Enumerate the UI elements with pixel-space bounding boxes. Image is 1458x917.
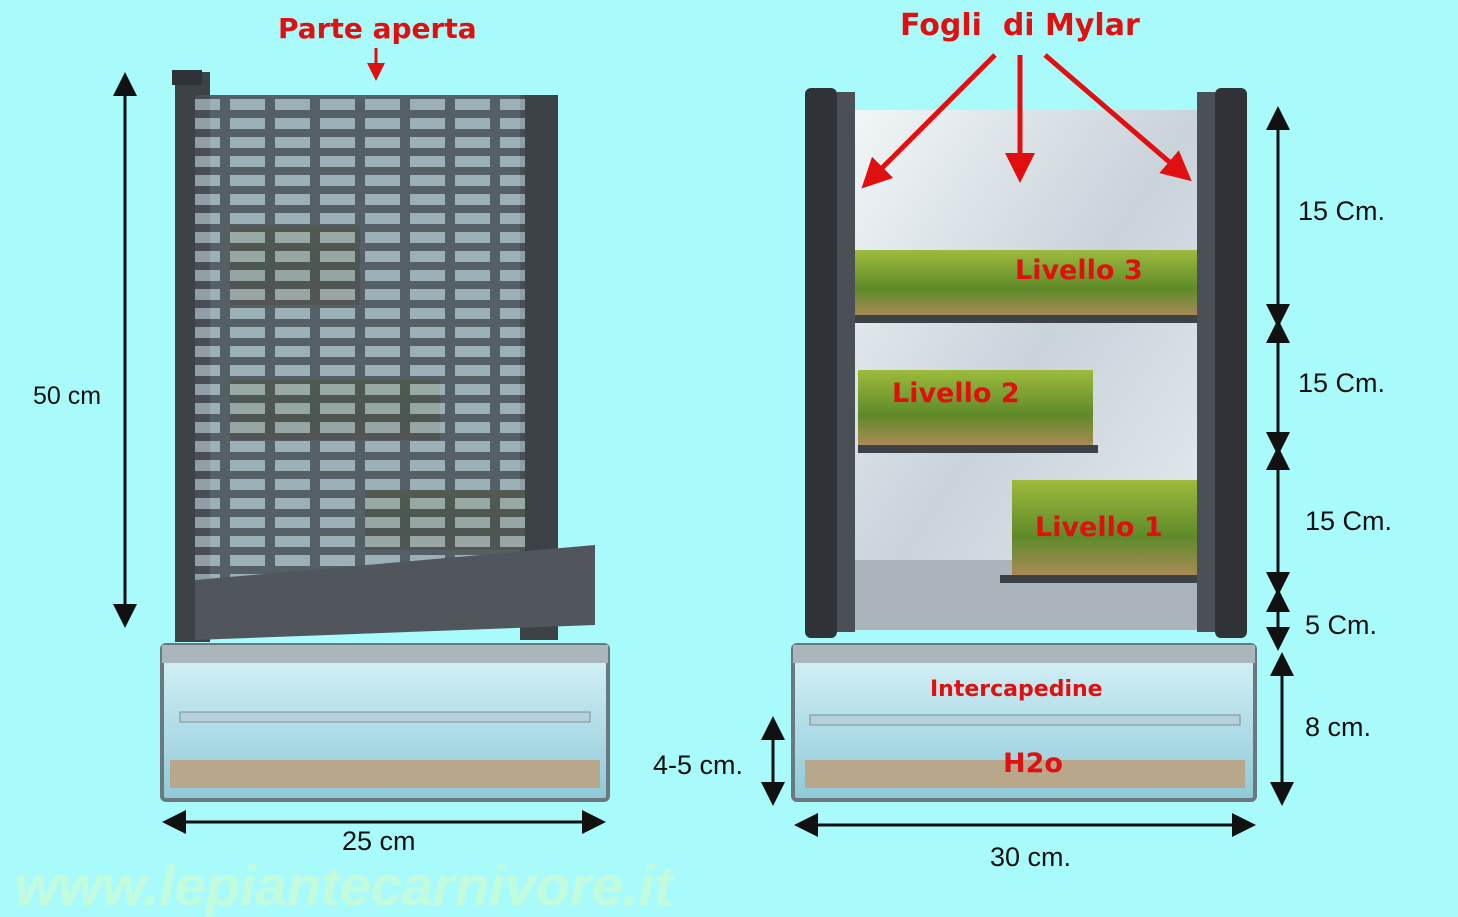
water-depth-label: 4-5 cm. — [653, 750, 744, 780]
right-title: Fogli di Mylar — [900, 8, 1140, 43]
left-width-label: 25 cm — [342, 826, 416, 856]
level-1-label: Livello 1 — [1035, 512, 1163, 543]
dim-level-3: 15 Cm. — [1298, 196, 1386, 226]
left-unit-drawing — [113, 48, 610, 834]
level-3-label: Livello 3 — [1015, 255, 1143, 286]
dim-level-2: 15 Cm. — [1298, 368, 1386, 398]
watermark: www.lepiantecarnivore.it — [15, 854, 673, 917]
dim-reservoir: 8 cm. — [1305, 712, 1372, 742]
left-height-label: 50 cm — [33, 382, 102, 410]
right-unit-drawing — [761, 53, 1294, 837]
water-label: H2o — [1003, 748, 1063, 779]
gap-label: Intercapedine — [930, 677, 1103, 702]
right-width-label: 30 cm. — [990, 842, 1072, 872]
dim-level-1: 15 Cm. — [1305, 506, 1393, 536]
left-title: Parte aperta — [278, 12, 477, 45]
dim-base: 5 Cm. — [1305, 610, 1378, 640]
level-2-label: Livello 2 — [892, 378, 1020, 409]
